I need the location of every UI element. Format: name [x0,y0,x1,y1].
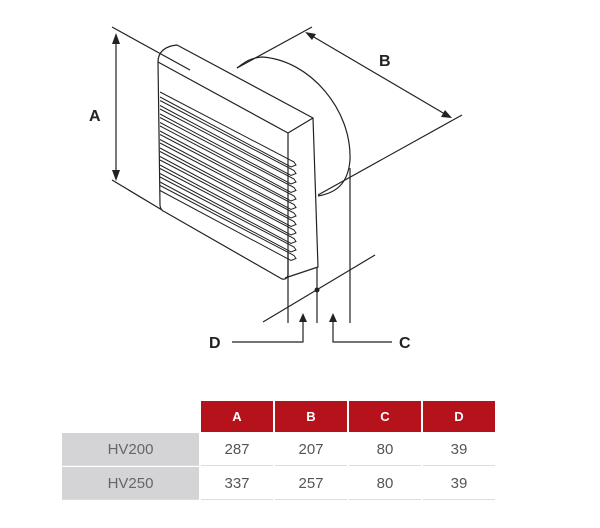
louver-slat [159,151,297,228]
arrow-a-bottom [112,170,120,181]
louver-slat [159,185,297,262]
center-dot [314,287,320,293]
louver-slats [159,91,297,262]
table-row: HV250 337 257 80 39 [62,467,495,500]
table-row: HV200 287 207 80 39 [62,433,495,466]
louver-slat [159,168,297,245]
louver-slat [159,108,297,185]
arrow-c [329,313,337,322]
housing-side [284,117,319,279]
value-d: 39 [423,433,495,466]
arrow-a-top [112,33,120,44]
header-d: D [423,401,495,432]
header-empty [62,401,199,432]
louver-slat [159,142,297,219]
value-c: 80 [349,433,421,466]
value-b: 257 [275,467,347,500]
value-d: 39 [423,467,495,500]
label-c: C [399,335,411,352]
louver-slat [159,176,297,253]
fan-dimension-drawing: A B D C [89,26,463,352]
model-name: HV250 [62,467,199,500]
louver-slat [159,91,297,168]
louver-slat [159,134,297,211]
header-c: C [349,401,421,432]
louver-slat [159,100,297,177]
header-a: A [201,401,273,432]
louver-slat [159,159,297,236]
value-c: 80 [349,467,421,500]
louver-slat [159,125,297,202]
label-a: A [89,108,101,125]
table-header-row: A B C D [62,401,495,432]
louver-slat [159,117,297,194]
duct-outline [236,56,351,197]
arrow-b-top [305,32,316,40]
value-b: 207 [275,433,347,466]
header-b: B [275,401,347,432]
dimensions-table: A B C D HV200 287 207 80 39 HV250 337 25… [60,400,497,501]
arrow-b-bottom [441,110,452,118]
arrow-d [299,313,307,322]
value-a: 337 [201,467,273,500]
model-name: HV200 [62,433,199,466]
housing-top [157,44,314,134]
label-b: B [379,53,391,70]
value-a: 287 [201,433,273,466]
label-d: D [209,335,221,352]
